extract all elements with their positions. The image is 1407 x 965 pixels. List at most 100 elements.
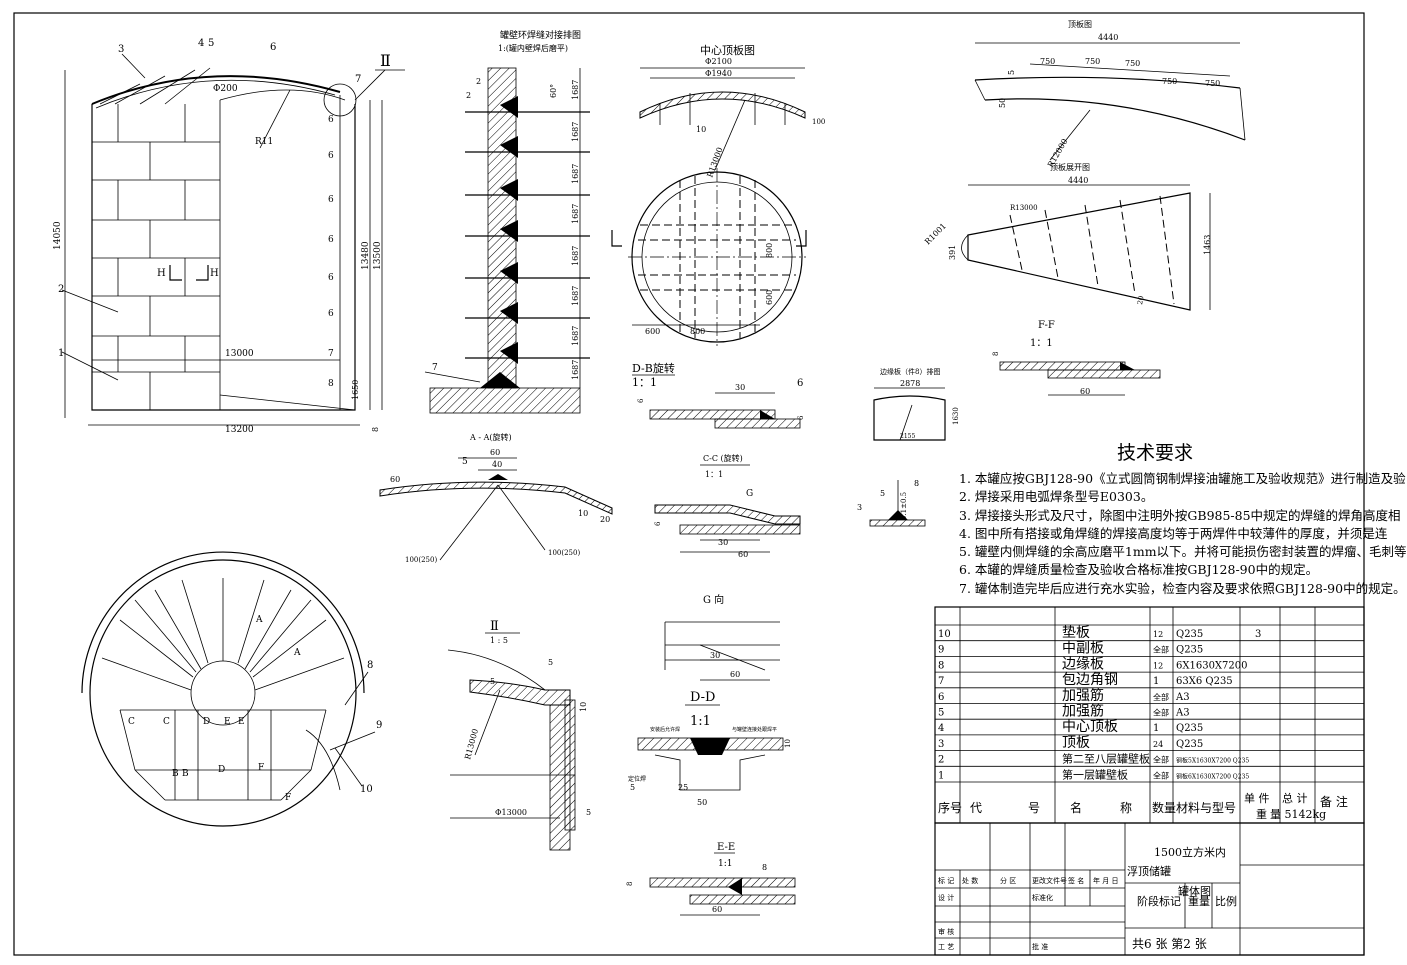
bom-no: 6 [938, 692, 944, 703]
tech-requirements: 技术要求 1. 本罐应按GBJ128-90《立式圆筒钢制焊接油罐施工及验收规范》… [959, 440, 1407, 598]
bom-h-remark: 备 注 [1320, 794, 1348, 809]
dim-bottom2: 8 [371, 427, 380, 432]
roof-develop-title: 顶板展开图 [1050, 162, 1090, 172]
aa-dim-1: 40 [492, 460, 502, 469]
side-mark: 6 [328, 151, 334, 161]
g-title: G 向 [703, 593, 724, 606]
tb-design: 设 计 [938, 893, 954, 902]
row-dim: 1687 [571, 122, 580, 142]
bom-mat: 钢板5X1630X7200 Q235 [1176, 757, 1249, 765]
dd-dim-1: 50 [697, 798, 707, 807]
plan-mark-f2: F [285, 793, 291, 803]
aa-dim-2: 60 [390, 475, 400, 484]
bom-name: 垫板 [1062, 625, 1090, 641]
aa-left: 100(250) [405, 556, 437, 564]
detail-ii: Ⅱ 1 : 5 5 10 Φ13000 5 R13000 5 [447, 619, 591, 851]
edge-plate-h: 1630 [952, 407, 960, 425]
center-plate-title: 中心顶板图 [700, 43, 755, 57]
tb-project2: 浮顶储罐 [1127, 864, 1171, 878]
detail-ii-title: Ⅱ [490, 619, 499, 634]
tb-weight: 重量 [1188, 894, 1210, 908]
small-label-8: 8 [914, 479, 919, 488]
dd-scale: 1:1 [690, 714, 711, 729]
plan-mark-a2: A [293, 648, 301, 658]
section-mark-h2: H [210, 268, 219, 279]
center-plate: 中心顶板图 Φ2100 Φ1940 10 R13000 100 600 800 … [611, 43, 825, 346]
cc-t: 6 [654, 521, 662, 526]
bom-qty: 12 [1153, 630, 1163, 639]
side-mark: 7 [328, 349, 334, 359]
roof-plate-width: 4440 [1098, 33, 1118, 42]
cc-dim-1: 60 [738, 550, 748, 559]
dd-t: 10 [784, 739, 792, 748]
bom-qty: 12 [1153, 661, 1163, 670]
row-dim: 1687 [571, 360, 580, 380]
bom-mat: A3 [1175, 692, 1190, 703]
section-ee: E-E 1:1 8 8 60 [626, 842, 796, 916]
weld-base-mark: 7 [432, 363, 438, 373]
bom-qty: 24 [1153, 740, 1163, 749]
section-aa: A - A(旋转) 60 40 60 10 20 5 100(250) 100(… [379, 432, 613, 564]
bom-h-unit: 单 件 [1244, 792, 1270, 805]
ee-dim: 60 [712, 905, 722, 914]
dim-h2: 600 [765, 290, 774, 305]
roof-seg-2: 750 [1125, 59, 1140, 68]
bom-mat: A3 [1175, 708, 1190, 719]
bom-name: 第一层罐壁板 [1062, 767, 1128, 781]
roof-side: 5 [1007, 70, 1016, 75]
ee-scale: 1:1 [718, 859, 732, 869]
tb-row-2: 分 区 [1000, 876, 1016, 885]
bom-h-code: 代 [970, 801, 982, 815]
tb-row-3: 更改文件号 [1032, 876, 1067, 885]
ff-scale: 1：1 [1030, 338, 1053, 349]
bom-name: 中副板 [1062, 641, 1104, 657]
part-label-6: 6 [270, 42, 276, 53]
cc-mark: G [746, 489, 753, 499]
tb-approve: 批 准 [1032, 942, 1048, 951]
side-mark: 6 [328, 195, 334, 205]
tb-row-5: 年 月 日 [1093, 876, 1118, 885]
bom-mat: 63X6 Q235 [1176, 676, 1233, 687]
bom-name: 加强筋 [1062, 703, 1104, 720]
bom-h-no: 序号 [938, 800, 962, 815]
bom-no: 1 [938, 770, 944, 781]
bom-h-qty: 数量 [1152, 800, 1176, 815]
bom-no: 7 [938, 676, 944, 687]
bom-name: 加强筋 [1062, 687, 1104, 704]
small-t: 0.1±0.5 [900, 492, 908, 520]
weld-row-dims: 1687 1687 1687 1687 1687 1687 1687 1687 [571, 80, 580, 380]
side-mark: 6 [328, 273, 334, 283]
dd-note-right: 与罐壁连接处跟焊平 [732, 726, 777, 733]
dim-height-total: 14050 [53, 221, 63, 250]
bom-h-unit2: 重 [1256, 807, 1267, 821]
roof-develop-left: 391 [948, 245, 957, 260]
g-dim-1: 60 [730, 670, 740, 679]
dim-height-shell: 13500 [373, 241, 383, 270]
ff-t: 8 [992, 352, 1000, 356]
bom-no: 9 [938, 645, 944, 656]
plan-mark-e: E [224, 717, 231, 727]
side-mark: 8 [328, 379, 334, 389]
bom-name: 第二至八层罐壁板 [1062, 752, 1150, 766]
dd-mark: 5 [630, 783, 635, 792]
dim-roof-radius: R11 [255, 137, 273, 147]
dim-base-dia: 13200 [225, 425, 254, 435]
side-mark: 6 [328, 309, 334, 319]
bom-no: 4 [938, 723, 944, 734]
edge-plate-title: 边缘板（件8）排图 [880, 367, 940, 376]
row-dim: 1687 [571, 204, 580, 224]
row-dim: 1687 [571, 246, 580, 266]
aa-title: A - A(旋转) [469, 432, 512, 442]
tank-plan: A A B B C C D D E E F F 8 9 10 [81, 551, 382, 827]
roof-develop: 顶板展开图 4440 1463 R1001 391 R13000 20 [923, 162, 1212, 311]
detail-ii-d2: 10 [579, 702, 588, 712]
roof-develop-width: 4440 [1068, 176, 1088, 185]
roof-develop-bottom: 20 [1136, 295, 1145, 305]
db-scale: 1：1 [632, 376, 657, 389]
dim-outer: Φ2100 [705, 57, 732, 66]
row-dim: 1687 [571, 326, 580, 346]
dim-radius: R13000 [705, 146, 724, 179]
dim-height-mid: 13480 [361, 241, 371, 270]
gap-mark: 2 [466, 91, 471, 100]
